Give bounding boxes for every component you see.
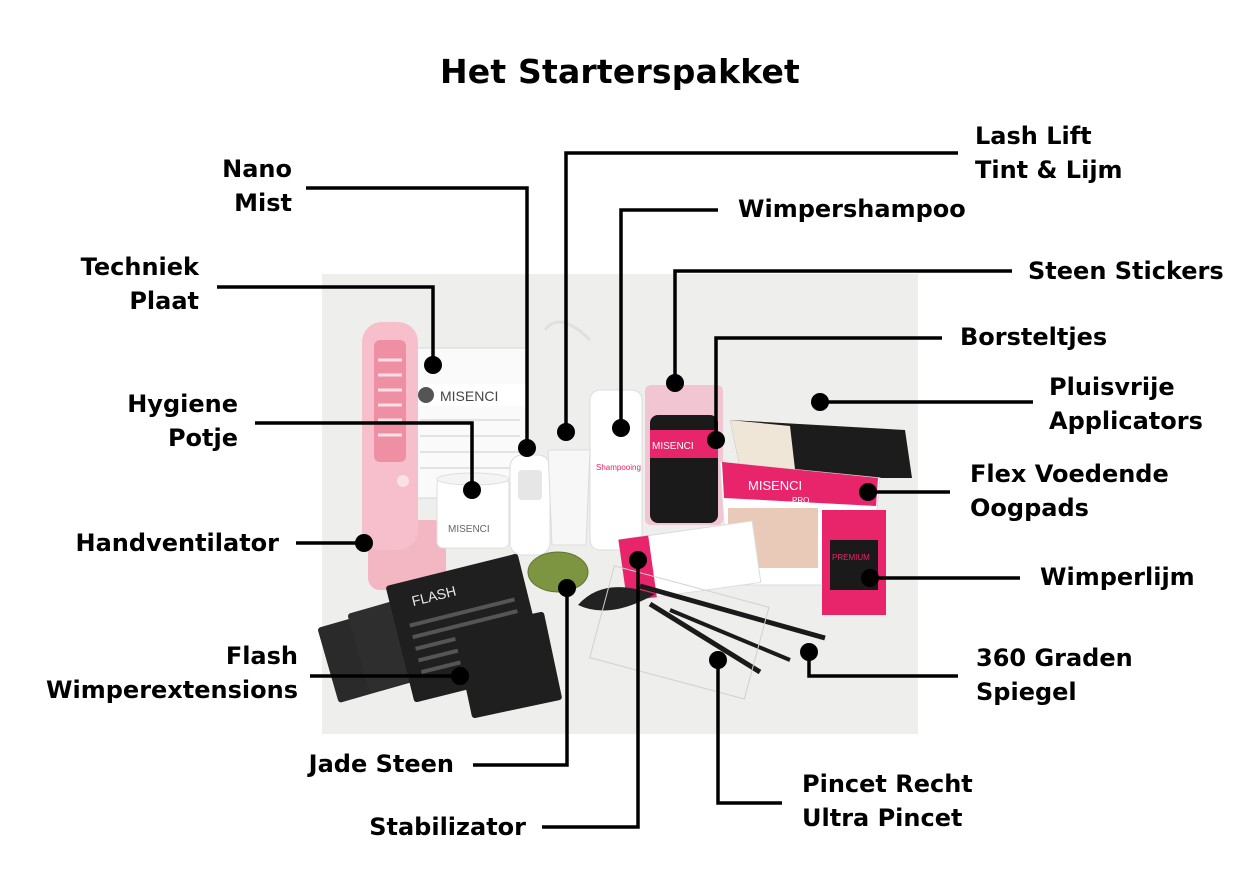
dot-stabilizator xyxy=(629,551,647,569)
leader-borsteltjes xyxy=(714,336,942,440)
dot-wimpershampoo xyxy=(612,419,630,437)
lash-glue-product: PREMIUM xyxy=(822,510,886,615)
dot-techniek-plaat xyxy=(424,356,442,374)
leader-steen-stickers xyxy=(673,269,1012,383)
dot-steen-stickers xyxy=(666,374,684,392)
label-line: Oogpads xyxy=(970,494,1089,522)
dot-spiegel xyxy=(800,643,818,661)
label-line: Lash Lift xyxy=(975,122,1092,150)
dot-nano-mist xyxy=(518,439,536,457)
pads-pro: PRO xyxy=(792,496,809,505)
label-steen-stickers: Steen Stickers xyxy=(1028,254,1224,288)
dot-pluisvrije xyxy=(811,393,829,411)
label-line: Handventilator xyxy=(75,529,279,557)
label-spiegel: 360 Graden Spiegel xyxy=(976,641,1133,709)
page-title: Het Starterspakket xyxy=(439,52,801,91)
hand-fan-product xyxy=(362,322,446,590)
label-line: Nano xyxy=(222,155,292,183)
jar-label-brand: MISENCI xyxy=(652,441,694,452)
leader-wimpershampoo xyxy=(619,208,718,428)
lash-lift-product xyxy=(543,320,592,546)
label-pincet: Pincet Recht Ultra Pincet xyxy=(802,767,973,835)
label-line: Tint & Lijm xyxy=(975,156,1123,184)
label-line: Pluisvrije xyxy=(1049,373,1175,401)
leader-nano-mist xyxy=(306,186,529,448)
dot-hygiene-potje xyxy=(463,481,481,499)
label-line: Potje xyxy=(167,424,238,452)
applicators-product xyxy=(730,420,912,478)
dot-flex-oogpads xyxy=(859,483,877,501)
label-nano-mist: Nano Mist xyxy=(150,152,292,220)
label-borsteltjes: Borsteltjes xyxy=(960,320,1107,354)
label-line: Flash xyxy=(225,642,298,670)
label-wimpershampoo: Wimpershampoo xyxy=(738,192,966,226)
label-line: Stabilizator xyxy=(369,813,526,841)
lash-boxes-product: FLASH xyxy=(318,553,562,719)
label-hygiene-potje: Hygiene Potje xyxy=(80,387,238,455)
dot-pincet xyxy=(709,651,727,669)
label-stabilizator: Stabilizator xyxy=(300,810,526,844)
label-line: Ultra Pincet xyxy=(802,804,963,832)
label-line: Wimpershampoo xyxy=(738,195,966,223)
glue-premium: PREMIUM xyxy=(832,553,870,562)
shampoo-brand: Shampooing xyxy=(596,463,641,472)
label-line: Wimperextensions xyxy=(46,676,298,704)
pads-brand: MISENCI xyxy=(748,478,802,493)
leader-hygiene-potje xyxy=(255,421,474,490)
label-jade-steen: Jade Steen xyxy=(250,747,454,781)
nano-mist-product xyxy=(509,454,551,556)
label-line: Spiegel xyxy=(976,678,1077,706)
plate-brand: MISENCI xyxy=(440,388,498,404)
leader-jade-steen xyxy=(473,588,569,767)
label-wimperlijm: Wimperlijm xyxy=(1040,560,1195,594)
label-line: 360 Graden xyxy=(976,644,1133,672)
leader-pincet xyxy=(716,660,782,805)
label-line: Wimperlijm xyxy=(1040,563,1195,591)
dot-flash xyxy=(451,667,469,685)
label-line: Borsteltjes xyxy=(960,323,1108,351)
label-line: Steen Stickers xyxy=(1028,257,1224,285)
shampoo-product: Shampooing xyxy=(589,389,643,551)
leader-stabilizator xyxy=(542,560,640,829)
label-pluisvrije: Pluisvrije Applicators xyxy=(1049,370,1203,438)
label-line: Plaat xyxy=(129,287,199,315)
jade-stone-product xyxy=(527,551,589,593)
leader-lash-lift xyxy=(564,151,958,432)
leader-techniek-plaat xyxy=(217,285,435,365)
label-flash: Flash Wimperextensions xyxy=(10,639,298,707)
dot-wimperlijm xyxy=(861,569,879,587)
label-line: Pincet Recht xyxy=(802,770,973,798)
label-line: Applicators xyxy=(1049,407,1203,435)
jar-brand: MISENCI xyxy=(448,524,490,535)
brush-jar-product: MISENCI xyxy=(645,385,723,525)
label-line: Mist xyxy=(234,189,292,217)
label-lash-lift: Lash Lift Tint & Lijm xyxy=(975,119,1123,187)
label-line: Techniek xyxy=(80,253,199,281)
dot-jade-steen xyxy=(558,579,576,597)
label-techniek-plaat: Techniek Plaat xyxy=(40,250,199,318)
leader-dots xyxy=(355,356,879,685)
label-line: Flex Voedende xyxy=(970,460,1169,488)
dot-handventilator xyxy=(355,534,373,552)
mirror-tweezers-product xyxy=(578,565,826,700)
label-flex-oogpads: Flex Voedende Oogpads xyxy=(970,457,1169,525)
label-line: Hygiene xyxy=(127,390,238,418)
dot-borsteltjes xyxy=(707,431,725,449)
label-handventilator: Handventilator xyxy=(20,526,279,560)
label-line: Jade Steen xyxy=(308,750,454,778)
dot-lash-lift xyxy=(557,423,575,441)
leader-lines xyxy=(217,151,1033,829)
